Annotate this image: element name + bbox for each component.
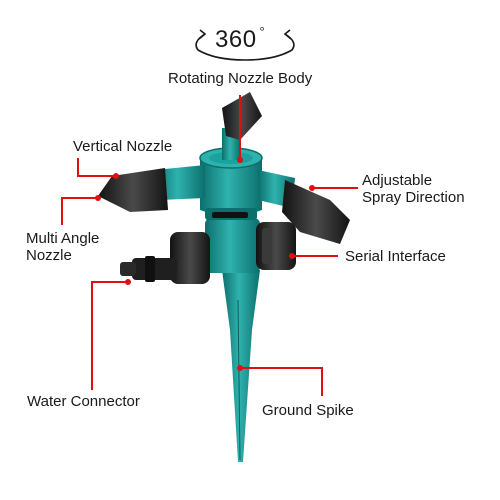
- adjustable-nozzle: [258, 170, 350, 244]
- connector-nut: [170, 232, 210, 284]
- vertical-nozzle-arm: [222, 92, 262, 160]
- serial-interface-nut: [256, 222, 296, 270]
- rotation-label: 360°: [215, 24, 266, 54]
- leader-vertical: [77, 158, 116, 177]
- rotation-unit: °: [259, 24, 266, 39]
- label-adjustable-spray-direction: Adjustable Spray Direction: [362, 172, 465, 206]
- label-serial-interface: Serial Interface: [345, 248, 446, 265]
- leader-water: [91, 281, 128, 390]
- label-multi-angle-line2: Nozzle: [26, 247, 72, 264]
- multi-angle-nozzle: [98, 165, 205, 212]
- rotating-nozzle-body: [200, 158, 262, 216]
- label-multi-angle-nozzle: Multi Angle Nozzle: [26, 230, 99, 264]
- leader-lines: [61, 95, 358, 396]
- label-adjustable-line2: Spray Direction: [362, 189, 465, 206]
- curved-double-arrow-icon: [195, 29, 295, 61]
- leader-multi-angle: [61, 197, 98, 225]
- leader-rotating-dot: [237, 157, 243, 163]
- label-multi-angle-line1: Multi Angle: [26, 230, 100, 247]
- label-ground-spike: Ground Spike: [262, 402, 354, 419]
- label-adjustable-line1: Adjustable: [362, 172, 433, 189]
- label-rotating-nozzle-body: Rotating Nozzle Body: [168, 70, 313, 87]
- label-water-connector: Water Connector: [27, 393, 140, 410]
- label-vertical-nozzle: Vertical Nozzle: [73, 138, 173, 155]
- lower-collar: [205, 218, 260, 273]
- leader-spike: [240, 367, 323, 396]
- rotation-value: 360: [215, 26, 257, 53]
- water-connector: [120, 256, 177, 282]
